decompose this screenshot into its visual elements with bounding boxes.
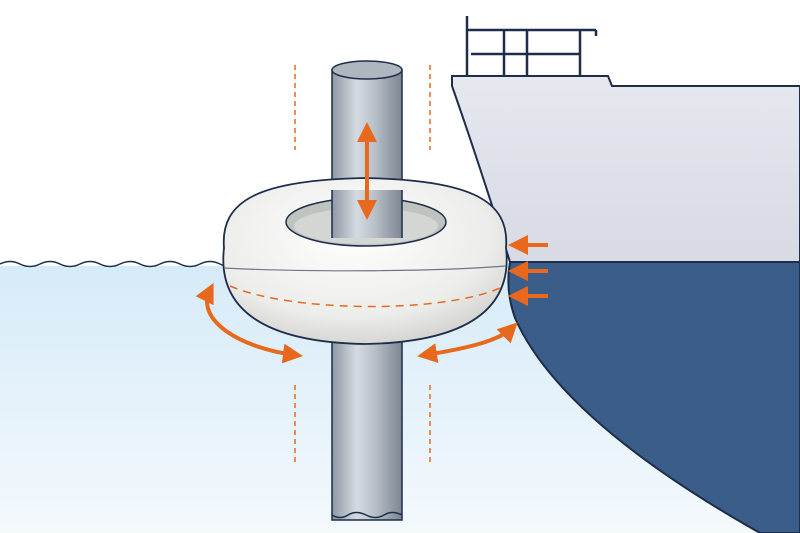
rotation-arrow-left [195, 282, 303, 364]
compression-arrows [508, 235, 548, 306]
ship [451, 16, 800, 533]
guide-lines [294, 65, 431, 465]
rotation-arrow-right [417, 322, 518, 364]
ship-railing [465, 16, 598, 76]
hull-above-water [451, 75, 800, 263]
waterline [0, 260, 241, 268]
